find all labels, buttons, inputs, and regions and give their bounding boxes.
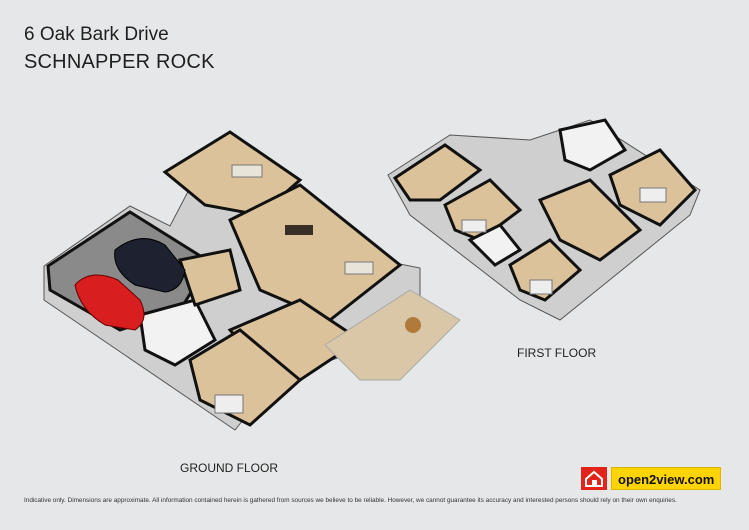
house-logo-icon [581, 467, 607, 490]
hallway-room [178, 248, 242, 307]
lounge-sofa [344, 261, 374, 275]
bed-2 [461, 219, 487, 233]
upstairs-lounge [537, 178, 643, 262]
ensuite [467, 223, 523, 267]
deck-area [324, 289, 461, 381]
bathroom [558, 118, 628, 172]
dining-table [285, 225, 313, 235]
open2view-logo[interactable]: open2view.com [581, 467, 722, 490]
brand-name: open2view.com [611, 467, 722, 490]
outdoor-table [405, 317, 421, 333]
bed [214, 394, 244, 414]
red-car [74, 274, 145, 331]
laundry-room [138, 298, 217, 367]
black-suv [114, 238, 186, 293]
bedroom-3 [508, 238, 583, 302]
sofa [231, 164, 263, 178]
bed-master [639, 187, 667, 203]
ground-floor-label: GROUND FLOOR [180, 461, 279, 475]
bedroom-1 [392, 143, 483, 202]
disclaimer-text: Indicative only. Dimensions are approxim… [24, 497, 677, 504]
address-street: 6 Oak Bark Drive [24, 24, 169, 45]
dining-room [228, 183, 403, 322]
house-glyph [585, 470, 603, 487]
address-suburb: SCHNAPPER ROCK [24, 51, 215, 73]
first-floor-label: FIRST FLOOR [517, 346, 597, 360]
bed-3 [529, 279, 553, 295]
